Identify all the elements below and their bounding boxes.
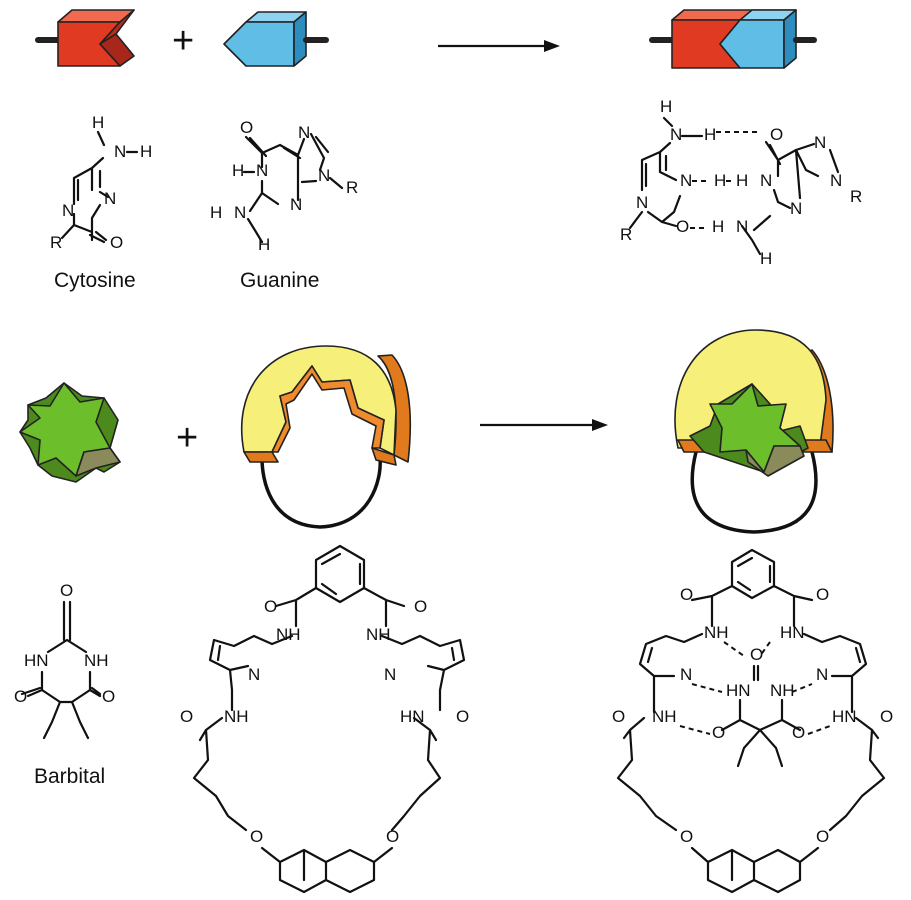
atom-o: O [264,597,277,616]
green-star-guest-icon [19,382,121,483]
atom-o: O [712,723,725,742]
atom-r: R [620,225,632,244]
atom-n: N [680,171,692,190]
atom-o: O [816,827,829,846]
atom-o: O [456,707,469,726]
atom-nh: NH [224,707,249,726]
docked-blocks-icon [649,9,817,69]
atom-n: N [298,123,310,142]
atom-o: O [612,707,625,726]
atom-o: O [676,217,689,236]
atom-h: H [712,217,724,236]
atom-n: N [248,665,260,684]
reaction-arrow-icon [438,40,560,52]
atom-h: H [210,203,222,222]
atom-nh: NH [704,623,729,642]
atom-n: N [636,193,648,212]
atom-h: H [660,97,672,116]
guanine-structure: O N H N N R N H N H [210,118,358,254]
atom-n: N [384,665,396,684]
atom-o: O [14,687,27,706]
atom-o: O [680,585,693,604]
atom-n: N [234,203,246,222]
atom-o: O [770,125,783,144]
atom-o: O [880,707,893,726]
atom-n: N [256,161,268,180]
atom-n: N [814,133,826,152]
atom-hn: HN [24,651,49,670]
host-barbital-complex-structure: O O NH HN O N N HN NH NH HN O O O O O O [612,548,893,894]
host-guest-complex-icon [674,329,834,534]
atom-n: N [816,665,828,684]
atom-n: N [680,665,692,684]
atom-o: O [680,827,693,846]
cytosine-structure: H N H N N R O [50,113,152,252]
cg-base-pair-structure: H N H O N N H H N N R N N R O H N H [620,97,862,268]
atom-n: N [830,171,842,190]
atom-o: O [414,597,427,616]
atom-n: N [114,142,126,161]
atom-n: N [670,125,682,144]
red-notched-block-icon [35,9,135,67]
guanine-label: Guanine [240,269,319,292]
barbital-structure: O HN NH O O [14,581,115,740]
atom-h: H [714,171,726,190]
atom-h: H [232,161,244,180]
atom-h: H [92,113,104,132]
atom-h: H [736,171,748,190]
atom-o: O [102,687,115,706]
atom-nh: NH [366,625,391,644]
horseshoe-host-icon [240,345,412,529]
cytosine-label: Cytosine [54,269,136,292]
atom-h: H [704,125,716,144]
atom-o: O [816,585,829,604]
atom-nh: NH [652,707,677,726]
atom-n: N [290,195,302,214]
atom-h: H [140,142,152,161]
atom-r: R [346,178,358,197]
atom-nh: NH [84,651,109,670]
atom-h: H [760,249,772,268]
atom-o: O [240,118,253,137]
atom-o: O [250,827,263,846]
atom-o: O [180,707,193,726]
atom-r: R [850,187,862,206]
atom-hn: HN [780,623,805,642]
atom-nh: NH [770,681,795,700]
atom-o: O [750,645,763,664]
atom-hn: HN [832,707,857,726]
atom-r: R [50,233,62,252]
blue-pointed-block-icon [223,11,329,67]
atom-n: N [62,201,74,220]
atom-n: N [790,199,802,218]
atom-n: N [318,166,330,185]
plus-sign: + [176,417,198,459]
plus-sign: + [172,20,194,62]
atom-o: O [110,233,123,252]
atom-n: N [760,171,772,190]
barbital-label: Barbital [34,765,105,788]
reaction-arrow-icon [480,419,608,431]
atom-o: O [60,581,73,600]
macrocycle-host-structure: O O NH NH N N NH HN O O O O [180,544,469,894]
atom-hn: HN [726,681,751,700]
atom-n: N [104,189,116,208]
atom-o: O [386,827,399,846]
